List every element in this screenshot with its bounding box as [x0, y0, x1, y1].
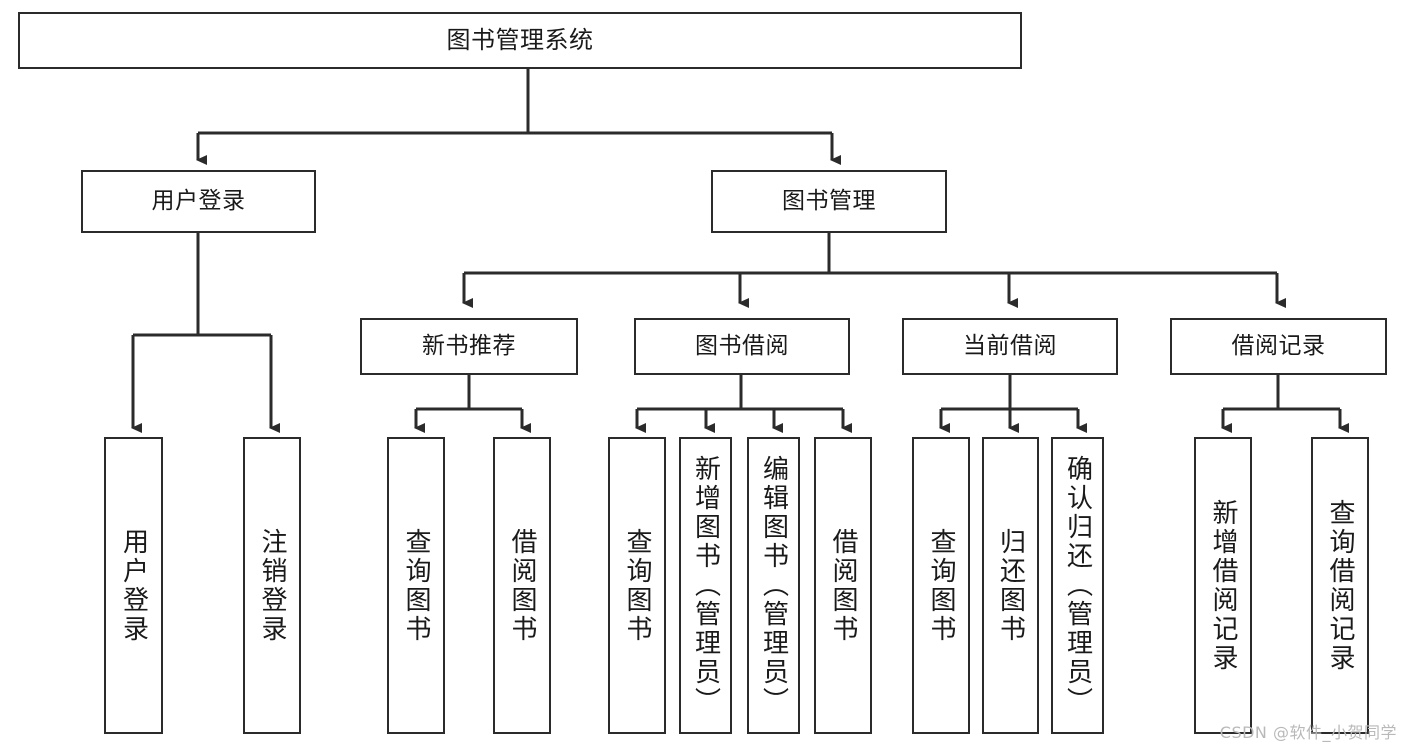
- leaf-new-book-borrow-book[interactable]: 借阅图书: [493, 437, 551, 734]
- node-label: 图书管理: [782, 187, 876, 214]
- leaf-new-book-query-book[interactable]: 查询图书: [387, 437, 445, 734]
- node-label: 查询图书: [926, 527, 956, 644]
- node-label: 图书管理系统: [446, 26, 594, 55]
- leaf-current-borrow-query-book[interactable]: 查询图书: [912, 437, 970, 734]
- leaf-book-borrow-borrow-book[interactable]: 借阅图书: [814, 437, 872, 734]
- node-root-book-management-system[interactable]: 图书管理系统: [18, 12, 1022, 69]
- node-user-login[interactable]: 用户登录: [81, 170, 316, 233]
- node-label: 查询图书: [401, 527, 431, 644]
- node-label: 查询图书: [622, 527, 652, 644]
- node-label: 归还图书: [995, 527, 1026, 644]
- node-label: 借阅图书: [507, 527, 537, 644]
- leaf-book-borrow-edit-book-admin[interactable]: 编辑图书（管理员）: [747, 437, 800, 734]
- node-label: 新增借阅记录: [1208, 498, 1238, 673]
- node-label: 编辑图书（管理员）: [758, 455, 789, 716]
- csdn-watermark: CSDN @软件_小贺同学: [1219, 723, 1397, 742]
- leaf-current-borrow-confirm-return-admin[interactable]: 确认归还（管理员）: [1051, 437, 1104, 734]
- node-label: 图书借阅: [695, 332, 789, 359]
- leaf-borrow-record-add-record[interactable]: 新增借阅记录: [1194, 437, 1252, 734]
- leaf-user-login-logout[interactable]: 注销登录: [243, 437, 301, 734]
- leaf-book-borrow-add-book-admin[interactable]: 新增图书（管理员）: [679, 437, 732, 734]
- node-label: 借阅图书: [828, 527, 858, 644]
- node-label: 用户登录: [151, 187, 246, 214]
- node-label: 新增图书（管理员）: [690, 455, 721, 716]
- node-label: 注销登录: [257, 527, 287, 644]
- node-current-borrow[interactable]: 当前借阅: [902, 318, 1118, 375]
- node-book-borrow[interactable]: 图书借阅: [634, 318, 850, 375]
- leaf-current-borrow-return-book[interactable]: 归还图书: [982, 437, 1039, 734]
- node-label: 确认归还（管理员）: [1062, 455, 1093, 716]
- node-new-book-recommend[interactable]: 新书推荐: [360, 318, 578, 375]
- node-label: 查询借阅记录: [1325, 498, 1355, 673]
- leaf-user-login-login[interactable]: 用户登录: [104, 437, 163, 734]
- node-book-management[interactable]: 图书管理: [711, 170, 947, 233]
- node-label: 借阅记录: [1231, 332, 1326, 359]
- node-borrow-record[interactable]: 借阅记录: [1170, 318, 1387, 375]
- leaf-book-borrow-query-book[interactable]: 查询图书: [608, 437, 666, 734]
- node-label: 当前借阅: [963, 332, 1057, 359]
- node-label: 新书推荐: [422, 332, 516, 359]
- leaf-borrow-record-query-record[interactable]: 查询借阅记录: [1311, 437, 1369, 734]
- node-label: 用户登录: [118, 527, 149, 644]
